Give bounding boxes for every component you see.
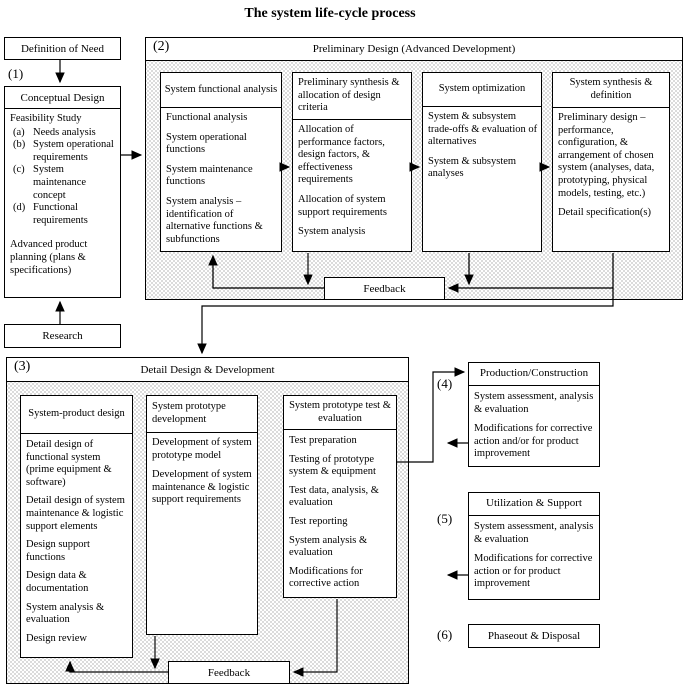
phase3-col2-title: System prototype development (147, 396, 257, 433)
phase4-number: (4) (437, 376, 453, 391)
phase1-footer: Advanced product planning (plans & speci… (10, 239, 88, 276)
list-item: Allocation of system support requirement… (298, 193, 387, 218)
list-letter: (a) (13, 126, 25, 138)
phase3-col2-body: Development of system prototype model De… (147, 433, 257, 507)
list-item: System analysis – identification of alte… (166, 195, 263, 245)
list-item: Preliminary design – performance, config… (558, 112, 655, 199)
list-item: System assessment, analysis & evaluation (474, 521, 594, 545)
list-item: Design support functions (26, 539, 90, 563)
phase2-col3: System optimization System & subsystem t… (422, 72, 542, 252)
research-box: Research (4, 324, 121, 348)
phase1-box: Conceptual Design Feasibility Study (a) … (4, 86, 121, 298)
phase5-box: Utilization & Support System assessment,… (468, 492, 600, 600)
list-item: Detail design of functional system (prim… (26, 439, 112, 488)
phase2-col3-title: System optimization (423, 73, 541, 107)
list-item: System maintenance functions (166, 163, 253, 188)
phase3-col3: System prototype test & evaluation Test … (283, 395, 397, 598)
phase3-col3-body: Test preparation Testing of prototype sy… (284, 430, 396, 591)
phase3-col2: System prototype development Development… (146, 395, 258, 635)
list-text: System maintenance concept (33, 164, 87, 201)
phase2-col4-title: System synthesis & definition (553, 73, 669, 108)
phase6-box: Phaseout & Disposal (468, 624, 600, 648)
phase2-col2: Preliminary synthesis & allocation of de… (292, 72, 412, 252)
list-item: (d) Functional requirements (10, 202, 118, 227)
phase2-col1: System functional analysis Functional an… (160, 72, 282, 252)
phase2-feedback-label: Feedback (363, 282, 406, 295)
phase3-feedback-box: Feedback (168, 661, 290, 684)
phase4-header: Production/Construction (469, 363, 599, 386)
phase3-header-label: Detail Design & Development (140, 363, 275, 376)
list-item: System assessment, analysis & evaluation (474, 391, 594, 415)
phase3-col1-title: System-product design (21, 396, 132, 434)
phase2-col3-body: System & subsystem trade-offs & evaluati… (423, 107, 541, 181)
phase2-col1-body: Functional analysis System operational f… (161, 108, 281, 246)
phase2-number: (2) (153, 39, 170, 54)
list-item: (b) System operational requirements (10, 139, 118, 164)
list-item: Development of system maintenance & logi… (152, 469, 252, 506)
phase3-col3-title: System prototype test & evaluation (284, 396, 396, 430)
list-item: Testing of prototype system & equipment (289, 453, 376, 478)
phase2-header-label: Preliminary Design (Advanced Development… (312, 43, 516, 55)
phase2-col2-body: Allocation of performance factors, desig… (293, 120, 411, 239)
phase2-col4-body: Preliminary design – performance, config… (553, 108, 669, 220)
phase1-number: (1) (8, 66, 24, 81)
list-letter: (b) (13, 139, 26, 151)
list-item: Detail specification(s) (558, 207, 652, 219)
list-item: System analysis (298, 226, 366, 238)
definition-of-need-label: Definition of Need (20, 42, 105, 55)
list-item: System analysis & evaluation (289, 534, 368, 559)
list-text: Functional requirements (33, 202, 88, 226)
list-text: System operational requirements (33, 139, 114, 163)
list-item: Test reporting (289, 515, 348, 527)
list-item: Design data & documentation (26, 570, 89, 594)
list-item: Detail design of system maintenance & lo… (26, 495, 125, 532)
phase2-header: Preliminary Design (Advanced Development… (146, 38, 682, 61)
phase2-col4: System synthesis & definition Preliminar… (552, 72, 670, 252)
list-item: Modifications for corrective action and/… (474, 423, 593, 460)
list-item: Test preparation (289, 435, 357, 446)
list-item: (a) Needs analysis (10, 127, 118, 140)
phase3-col1-body: Detail design of functional system (prim… (21, 434, 132, 645)
list-item: System & subsystem analyses (428, 155, 517, 180)
phase2-feedback-box: Feedback (324, 277, 445, 300)
phase2-col1-title: System functional analysis (161, 73, 281, 108)
list-item: System & subsystem trade-offs & evaluati… (428, 111, 538, 148)
list-item: Design review (26, 632, 87, 644)
phase5-header: Utilization & Support (469, 493, 599, 516)
phase3-header: Detail Design & Development (7, 358, 408, 382)
list-item: Modifications for corrective action (289, 565, 363, 590)
list-text: Needs analysis (33, 126, 96, 138)
phase5-body: System assessment, analysis & evaluation… (469, 516, 599, 591)
feasibility-study-title: Feasibility Study (10, 113, 82, 124)
phase1-header: Conceptual Design (5, 87, 120, 109)
list-letter: (c) (13, 164, 25, 176)
phase5-number: (5) (437, 511, 453, 526)
phase3-col1: System-product design Detail design of f… (20, 395, 133, 658)
phase3-feedback-label: Feedback (207, 666, 251, 679)
list-item: System analysis & evaluation (26, 601, 105, 626)
phase1-body: Feasibility Study (a) Needs analysis (b)… (5, 109, 120, 297)
page-title: The system life-cycle process (244, 6, 416, 21)
phase2-col2-title: Preliminary synthesis & allocation of de… (293, 73, 411, 120)
phase6-header: Phaseout & Disposal (487, 630, 581, 642)
research-label: Research (42, 330, 83, 342)
phase3-number: (3) (14, 359, 31, 374)
phase4-body: System assessment, analysis & evaluation… (469, 386, 599, 461)
definition-of-need-box: Definition of Need (4, 37, 121, 60)
list-item: Functional analysis (166, 112, 248, 123)
list-item: Modifications for corrective action or f… (474, 553, 593, 590)
list-letter: (d) (13, 202, 26, 214)
list-item: System operational functions (166, 131, 247, 156)
phase6-number: (6) (437, 627, 453, 642)
list-item: Test data, analysis, & evaluation (289, 484, 379, 509)
list-item: Development of system prototype model (152, 437, 252, 461)
list-item: (c) System maintenance concept (10, 164, 118, 202)
phase4-box: Production/Construction System assessmen… (468, 362, 600, 467)
list-item: Allocation of performance factors, desig… (298, 124, 385, 186)
